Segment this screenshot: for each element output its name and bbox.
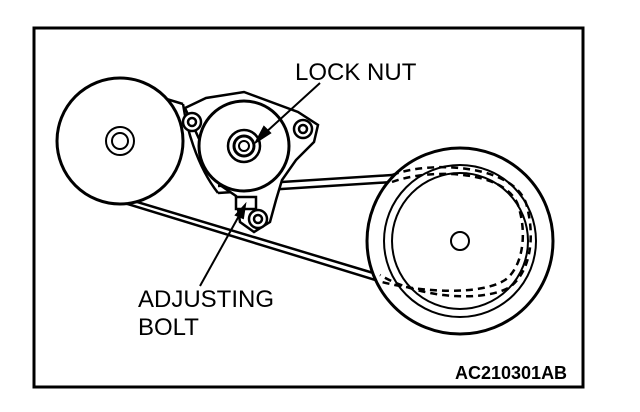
- alternator-pulley: [55, 76, 185, 206]
- adjusting-bolt: [247, 208, 269, 230]
- adjusting-bolt-leader: [199, 201, 247, 287]
- bracket-bolt-left: [181, 111, 203, 133]
- lock-nut-leader: [253, 82, 321, 145]
- adjusting-bolt-label-line2: BOLT: [138, 314, 199, 341]
- adjusting-bolt-label-line1: ADJUSTING: [138, 286, 274, 313]
- crank-belt-dashed: [381, 172, 525, 292]
- crankshaft-pulley: [365, 146, 555, 336]
- diagram-frame: [32, 26, 585, 389]
- lock-nut-label: LOCK NUT: [295, 59, 417, 86]
- bracket-bolt-right: [292, 118, 314, 140]
- tensioner-pulley: [197, 99, 291, 193]
- figure-code: AC210301AB: [455, 363, 567, 383]
